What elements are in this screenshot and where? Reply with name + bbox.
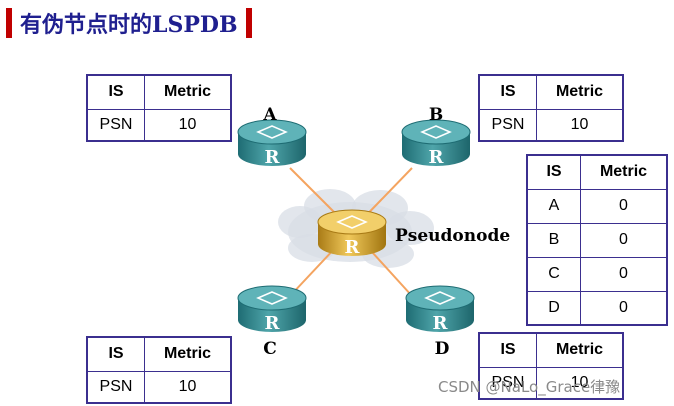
lsp-table-pseudonode: IS Metric A 0 B 0 C 0 D 0 [526, 154, 668, 326]
lsp-table-d: IS Metric PSN 10 [478, 332, 624, 400]
cell-metric: 10 [536, 108, 624, 142]
col-header-metric: Metric [536, 74, 624, 110]
cell-is: B [526, 222, 581, 258]
cell-is: D [526, 290, 581, 326]
table-row: PSN 10 [86, 108, 232, 142]
page-title: 有伪节点时的LSPDB [20, 12, 238, 38]
col-header-metric: Metric [536, 332, 624, 368]
table-row: B 0 [526, 222, 668, 258]
cell-metric: 0 [580, 222, 668, 258]
cell-is: PSN [478, 366, 537, 400]
router-c-icon: R [237, 285, 307, 334]
pseudonode-router-icon: R [317, 209, 387, 258]
lsp-table-b: IS Metric PSN 10 [478, 74, 624, 142]
pseudonode-label: Pseudonode [395, 226, 510, 246]
node-d-label: D [435, 339, 450, 359]
col-header-is: IS [86, 336, 145, 372]
node-a-label: A [262, 105, 277, 125]
title-banner: 有伪节点时的LSPDB [6, 8, 252, 38]
cell-is: PSN [86, 108, 145, 142]
table-row: PSN 10 [478, 108, 624, 142]
cell-metric: 0 [580, 256, 668, 292]
router-a-glyph: R [265, 147, 281, 168]
cell-metric: 10 [536, 366, 624, 400]
title-bar-left [6, 8, 12, 38]
cell-metric: 0 [580, 290, 668, 326]
router-b-glyph: R [429, 147, 445, 168]
router-d-glyph: R [433, 313, 449, 334]
col-header-metric: Metric [580, 154, 668, 190]
router-a-icon: R [237, 119, 307, 168]
table-row: PSN 10 [86, 370, 232, 404]
cell-is: A [526, 188, 581, 224]
table-row: PSN 10 [478, 366, 624, 400]
col-header-metric: Metric [144, 336, 232, 372]
router-c-glyph: R [265, 313, 281, 334]
cell-metric: 10 [144, 108, 232, 142]
col-header-is: IS [526, 154, 581, 190]
node-c-label: C [263, 339, 277, 359]
node-b-label: B [429, 105, 443, 125]
router-d-icon: R [405, 285, 475, 334]
title-bar-right [245, 8, 252, 38]
cell-metric: 10 [144, 370, 232, 404]
table-row: D 0 [526, 290, 668, 326]
col-header-is: IS [86, 74, 145, 110]
watermark-text: CSDN @NaLo_Grace律豫 [438, 378, 620, 397]
col-header-metric: Metric [144, 74, 232, 110]
router-b-icon: R [401, 119, 471, 168]
lsp-table-a: IS Metric PSN 10 [86, 74, 232, 142]
pseudonode-glyph: R [345, 237, 361, 258]
lsp-table-c: IS Metric PSN 10 [86, 336, 232, 404]
